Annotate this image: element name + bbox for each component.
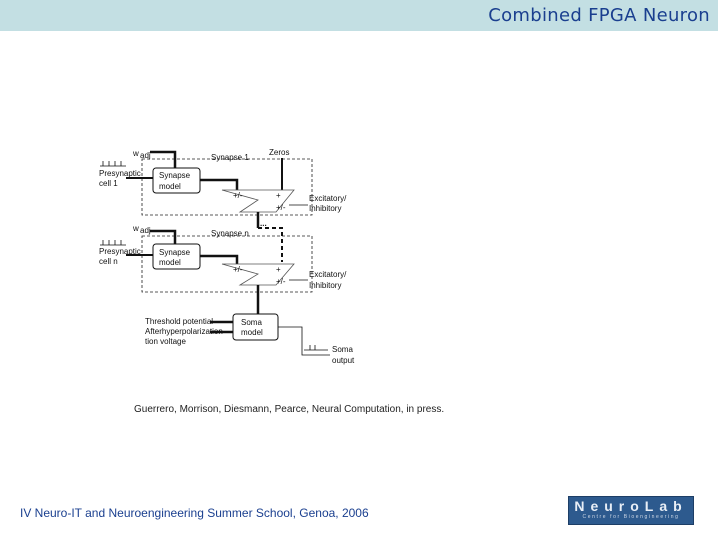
synapse-1-label: Synapse 1 xyxy=(211,153,249,162)
logo-main-text: NeuroLab xyxy=(574,498,688,514)
logo-sub-text: Centre for Bioengineering xyxy=(582,514,680,520)
synapse-model-n-line2: model xyxy=(159,258,181,267)
adder-1-pm-right: +/- xyxy=(276,203,286,212)
soma-model-line1: Soma xyxy=(241,318,262,327)
synapse-1-output xyxy=(200,178,239,190)
synapse-model-1-line2: model xyxy=(159,182,181,191)
adder-1-pm: +/- xyxy=(233,191,243,200)
title-bar xyxy=(0,0,718,31)
adder-n-pm-right: +/- xyxy=(276,277,286,286)
presynaptic-n-line1: Presynaptic xyxy=(99,247,141,256)
soma-output-spikes xyxy=(304,345,328,351)
synapse-n-label: Synapse n xyxy=(211,229,249,238)
citation: Guerrero, Morrison, Diesmann, Pearce, Ne… xyxy=(134,404,445,415)
threshold-label: Threshold potential xyxy=(145,317,213,326)
chain-dots: ... xyxy=(260,219,267,228)
excitatory-n-line2: Inhibitory xyxy=(309,281,341,290)
adder-1-plus: + xyxy=(276,191,281,200)
slide-title: Combined FPGA Neuron xyxy=(488,5,710,26)
presynaptic-n-line2: cell n xyxy=(99,257,118,266)
soma-output-line xyxy=(278,326,330,356)
zeros-label: Zeros xyxy=(269,148,289,157)
presynaptic-1-line2: cell 1 xyxy=(99,179,118,188)
adder-n-plus: + xyxy=(276,265,281,274)
soma-output-line1: Soma xyxy=(332,345,353,354)
synapse-model-1-line1: Synapse xyxy=(159,171,191,180)
synapse-model-n-line1: Synapse xyxy=(159,248,191,257)
w-adj-n-sub: adj xyxy=(140,226,151,235)
excitatory-1-line1: Excitatory/ xyxy=(309,194,347,203)
spike-train-1 xyxy=(100,161,126,167)
synapse-n-output xyxy=(200,254,239,264)
afterhyper-line1: Afterhyperpolarization xyxy=(145,327,223,336)
soma-model-line2: model xyxy=(241,328,263,337)
w-adj-n-label: w xyxy=(132,224,139,233)
w-adj-1-sub: adj xyxy=(140,151,151,160)
w-adj-1-label: w xyxy=(132,149,139,158)
afterhyper-line2: tion voltage xyxy=(145,337,186,346)
adder-n-pm: +/- xyxy=(233,265,243,274)
excitatory-1-line2: Inhibitory xyxy=(309,204,341,213)
synapse-n-group xyxy=(141,235,313,293)
soma-output-line2: output xyxy=(332,356,355,365)
presynaptic-1-line1: Presynaptic xyxy=(99,169,141,178)
w-adj-n-line xyxy=(150,229,177,246)
chain-link xyxy=(258,227,283,262)
w-adj-1-line xyxy=(150,150,177,172)
excitatory-n-line1: Excitatory/ xyxy=(309,270,347,279)
synapse-1-group xyxy=(141,158,313,216)
footer-text: IV Neuro-IT and Neuroengineering Summer … xyxy=(20,506,369,520)
spike-train-n xyxy=(100,240,126,246)
neurolab-logo: NeuroLab Centre for Bioengineering xyxy=(568,496,694,525)
